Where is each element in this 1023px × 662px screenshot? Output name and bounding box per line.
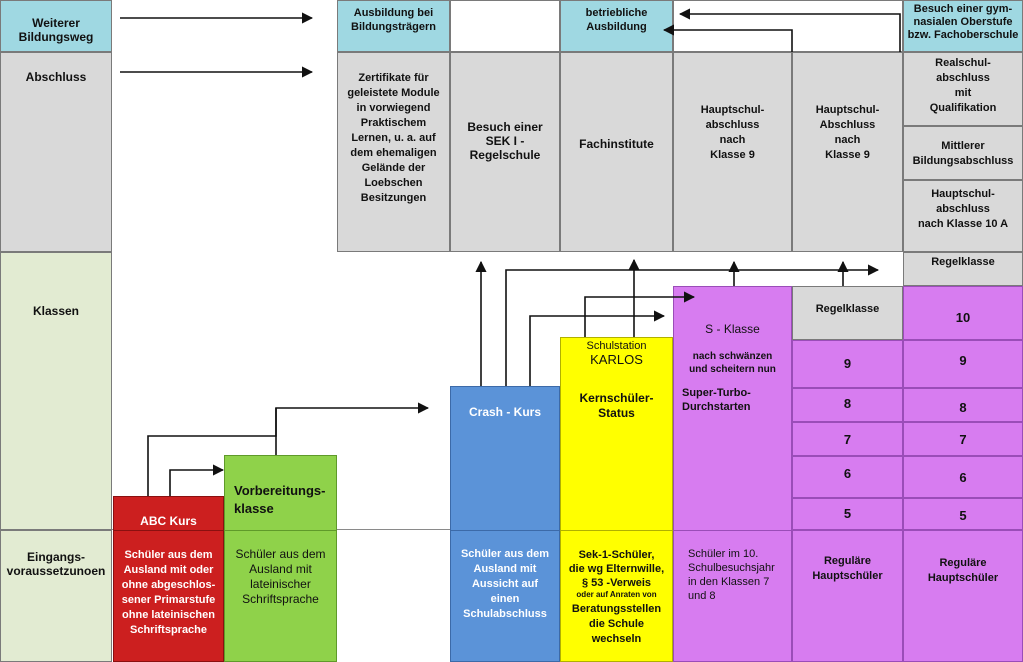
- grade-mid-8: [792, 388, 903, 422]
- grade-right-6-label: 6: [959, 470, 967, 485]
- grade-mid-6-label: 6: [843, 466, 852, 481]
- grade-mid-7-label: 7: [843, 432, 852, 447]
- vorbereitung-divider-line: [224, 530, 337, 531]
- header-ausbildung-traeger: [337, 0, 450, 52]
- grade-mid-5: [792, 498, 903, 530]
- cell-hs9b-text: Hauptschul- Abschluss nach Klasse 9: [815, 104, 880, 161]
- program-karlos: [560, 337, 673, 662]
- sklasse-divider-line: [673, 530, 792, 531]
- cell-realschul-text: Realschul- abschluss mit Qualifikation: [929, 57, 997, 114]
- crash-divider-line: [450, 530, 560, 531]
- cell-sek1: [450, 52, 560, 252]
- karlos-divider-line: [560, 530, 673, 531]
- cell-regelklasse-right: [903, 252, 1023, 286]
- cell-hs9a: [673, 52, 792, 252]
- program-vorbereitung-label: Vorbereitungs- klasse: [234, 483, 326, 516]
- cell-fachinstitute-text: Fachinstitute: [579, 137, 654, 151]
- row-klassen-cell: [0, 252, 112, 530]
- grade-right-7-label: 7: [959, 432, 967, 447]
- program-vorbereitung: [224, 455, 337, 662]
- arrow-top-return-2: [678, 8, 901, 52]
- grade-mid-9: [792, 340, 903, 388]
- program-crash-label: Crash - Kurs: [468, 405, 542, 419]
- eingang-karlos-text-a: Sek-1-Schüler, die wg Elternwille, § 53 …: [568, 549, 665, 589]
- program-crash: [450, 386, 560, 662]
- arrow-top-return: [662, 24, 793, 52]
- grade-right-7: [903, 422, 1023, 456]
- program-kernschueler-label: Kernschüler- Status: [579, 391, 654, 420]
- grade-mid-8-label: 8: [843, 396, 852, 411]
- program-turbo-text: Super-Turbo- Durchstarten: [682, 387, 751, 413]
- grade-right-8-label: 8: [959, 400, 967, 415]
- cell-regelklasse-right-text: Regelklasse: [931, 256, 995, 268]
- arrow-crash-to-sklasse: [529, 310, 666, 386]
- arrow-abc-to-vorbereitung: [169, 464, 225, 496]
- eingang-sklasse-text: Schüler im 10. Schulbesuchsjahr in den K…: [688, 548, 775, 602]
- eingang-abc-text: Schüler aus dem Ausland mit oder ohne ab…: [121, 549, 216, 636]
- row-eingang-label: Eingangs- voraussetzunoen: [6, 550, 106, 578]
- program-s-klasse-label: S - Klasse: [705, 322, 760, 336]
- header-ausbildung-traeger-label: Ausbildung bei Bildungsträgern: [351, 7, 436, 33]
- cell-sek1-text: Besuch einer SEK I - Regelschule: [467, 120, 543, 162]
- program-karlos-label: KARLOS: [590, 352, 643, 367]
- eingang-crash-text: Schüler aus dem Ausland mit Aussicht auf…: [460, 548, 550, 620]
- header-gymnasial-label: Besuch einer gym- nasialen Oberstufe bzw…: [907, 3, 1019, 41]
- program-abc: [113, 496, 224, 662]
- grade-right-9: [903, 340, 1023, 388]
- eingang-vorbereitung-text: Schüler aus dem Ausland mit lateinischer…: [235, 547, 326, 606]
- eingang-regulaer-mid-text: Reguläre Hauptschüler: [812, 555, 883, 582]
- eingang-karlos-text-c: Beratungsstellen die Schule wechseln: [571, 603, 662, 645]
- program-schulstation-label: Schulstation: [586, 340, 647, 352]
- grade-right-10: [903, 286, 1023, 340]
- arrow-karlos-to-fach: [584, 291, 696, 337]
- grade-right-5-label: 5: [959, 508, 967, 523]
- cell-zertifikate-text: Zertifikate für geleistete Module in vor…: [347, 72, 440, 204]
- cell-regelklasse-mid: [792, 286, 903, 340]
- cell-hs9a-text: Hauptschul- abschluss nach Klasse 9: [700, 104, 765, 161]
- row-abschluss-label: Abschluss: [25, 70, 87, 84]
- row-klassen-label: Klassen: [32, 304, 80, 318]
- cell-regelklasse-mid-text: Regelklasse: [815, 303, 880, 315]
- eingang-regulaer-right: [903, 530, 1023, 662]
- grade-mid-7: [792, 422, 903, 456]
- arrow-crash-up-2: [505, 264, 880, 386]
- grade-mid-5-label: 5: [843, 506, 852, 521]
- grade-mid-6: [792, 456, 903, 498]
- eingang-regulaer-right-text: Reguläre Hauptschüler: [927, 557, 999, 584]
- row-weiterer-label: Weiterer Bildungsweg: [18, 16, 94, 44]
- cell-fachinstitute: [560, 52, 673, 252]
- grade-mid-9-label: 9: [843, 356, 852, 371]
- cell-hs9b: [792, 52, 903, 252]
- eingang-regulaer-mid: [792, 530, 903, 662]
- cell-zertifikate: [337, 52, 450, 252]
- header-gymnasial: [903, 0, 1023, 52]
- eingang-karlos-text-b: oder auf Anraten von: [576, 590, 657, 599]
- row-eingang-cell: [0, 530, 112, 662]
- grade-right-9-label: 9: [959, 353, 967, 368]
- arrow-abc-to-top: [147, 402, 430, 496]
- row-weiterer-cell: [0, 0, 112, 52]
- header-blank-2: [673, 0, 903, 52]
- program-s-klasse: [673, 286, 792, 662]
- cell-mittlerer: [903, 126, 1023, 180]
- grade-right-6: [903, 456, 1023, 498]
- cell-realschul: [903, 52, 1023, 126]
- cell-hs10a-text: Hauptschul- abschluss nach Klasse 10 A: [917, 188, 1009, 230]
- row-abschluss-cell: [0, 52, 112, 252]
- grade-right-10-label: 10: [955, 310, 971, 325]
- cell-hs10a: [903, 180, 1023, 252]
- cell-mittlerer-text: Mittlerer Bildungsabschluss: [912, 140, 1014, 167]
- program-abc-label: ABC Kurs: [140, 514, 197, 528]
- program-schwanzen-text: nach schwänzen und scheitern nun: [689, 351, 776, 375]
- header-blank-1: [450, 0, 560, 52]
- abc-divider-line: [113, 530, 224, 531]
- header-betriebliche-label: betriebliche Ausbildung: [585, 7, 648, 33]
